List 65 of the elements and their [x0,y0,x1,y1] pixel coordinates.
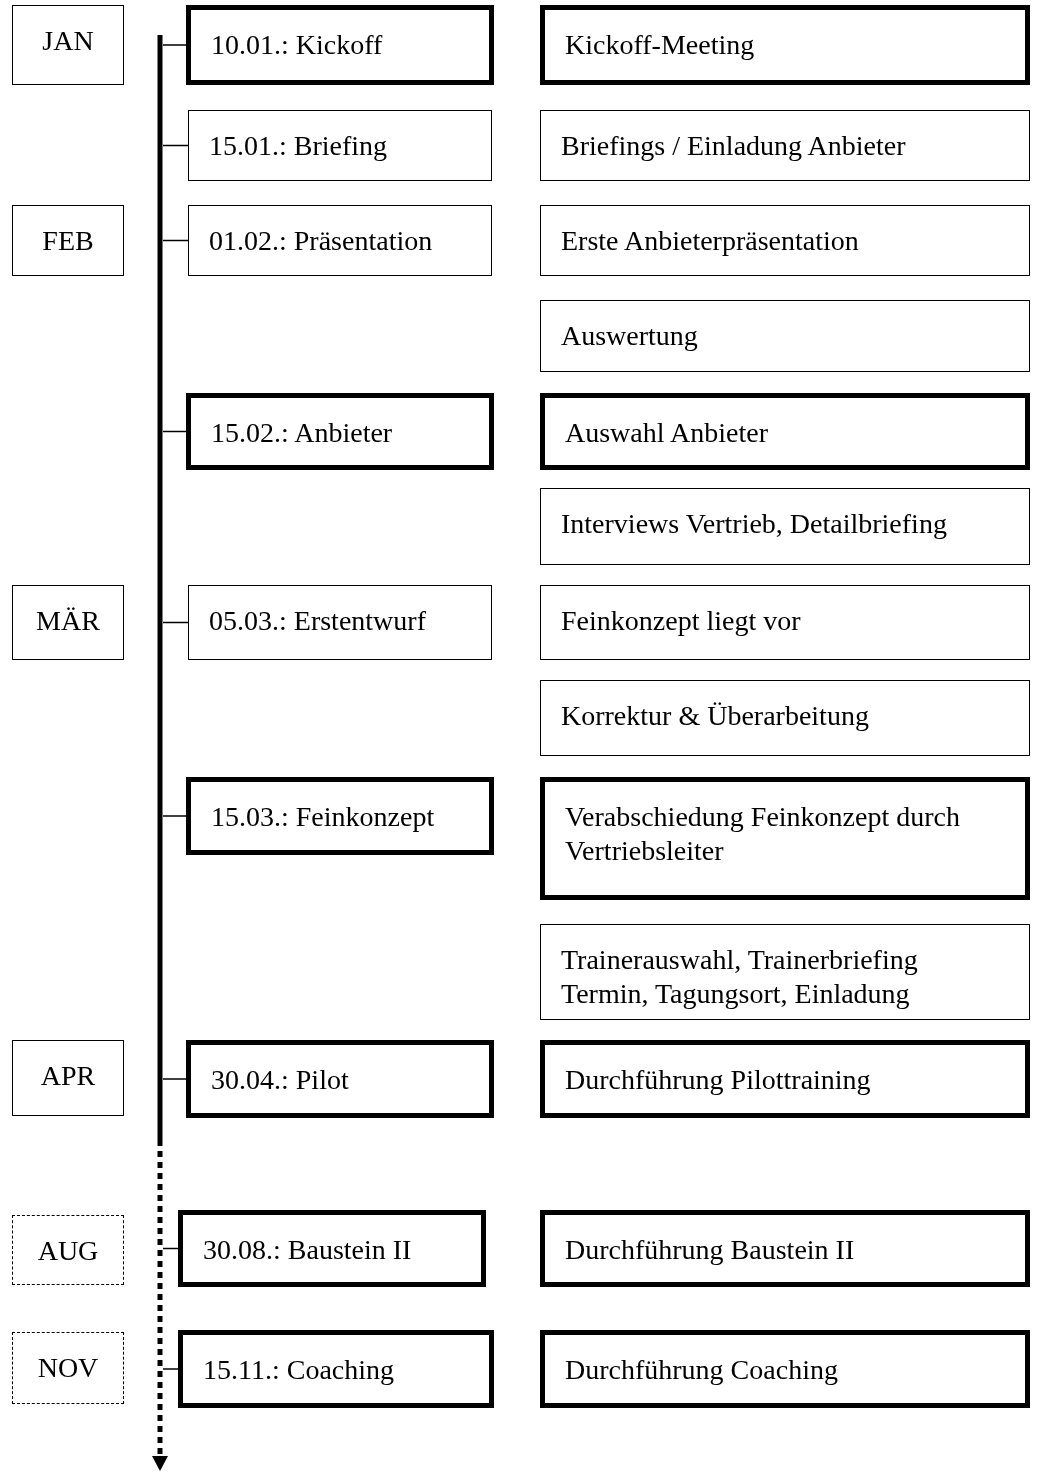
connector-line [162,239,189,242]
connector-line [162,621,189,624]
milestone-box [186,1040,494,1118]
month-label: MÄR [35,604,101,638]
task-label: Interviews Vertrieb, Detailbriefing [561,507,948,541]
milestone-box [178,1330,494,1408]
task-box [540,300,1030,372]
milestone-label: 15.02.: Anbieter [211,416,394,450]
task-box [540,924,1030,1020]
month-box [12,5,124,85]
month-box [12,585,124,660]
month-label: JAN [41,24,95,58]
task-box [540,205,1030,276]
milestone-label: 15.11.: Coaching [203,1353,396,1387]
task-label: Durchführung Coaching [565,1353,839,1387]
month-box [12,1040,124,1116]
connector-line [162,44,187,46]
connector-line [162,1368,179,1370]
milestone-label: 10.01.: Kickoff [211,28,384,62]
month-label: NOV [36,1351,100,1385]
task-box [540,5,1030,85]
milestone-box [186,777,494,855]
connector-line [162,815,187,817]
task-label: Verabschiedung Feinkonzept durch Vertriebsleiter [565,800,961,868]
task-label: Durchführung Pilottraining [565,1063,872,1097]
task-box [540,488,1030,565]
milestone-box [188,585,492,660]
task-box [540,1040,1030,1118]
connector-line [162,430,187,433]
milestone-box [188,110,492,181]
milestone-label: 15.03.: Feinkonzept [211,800,436,834]
milestone-label: 30.08.: Baustein II [203,1233,413,1267]
connector-line [162,144,189,147]
task-box [540,1210,1030,1287]
task-label: Erste Anbieterpräsentation [561,224,860,258]
milestone-label: 15.01.: Briefing [209,129,389,163]
task-label: Durchführung Baustein II [565,1233,856,1267]
task-box [540,1330,1030,1408]
task-label: Auswahl Anbieter [565,416,769,450]
connector-line [162,1078,187,1080]
month-box [12,205,124,276]
milestone-box [186,5,494,85]
milestone-label: 05.03.: Erstentwurf [209,604,427,638]
milestone-box [178,1210,486,1287]
task-label: Auswertung [561,319,699,353]
task-label: Trainerauswahl, Trainerbriefing Termin, Tagungsort, Einladung [561,943,919,1011]
month-label: APR [39,1059,97,1093]
milestone-label: 30.04.: Pilot [211,1063,350,1097]
task-label: Korrektur & Überarbeitung [561,699,870,733]
task-box [540,585,1030,660]
task-box [540,680,1030,756]
month-box [12,1332,124,1404]
milestone-label: 01.02.: Präsentation [209,224,434,258]
task-label: Kickoff-Meeting [565,28,756,62]
milestone-box [186,393,494,470]
task-box [540,777,1030,900]
task-label: Briefings / Einladung Anbieter [561,129,907,163]
milestone-box [188,205,492,276]
task-box [540,110,1030,181]
month-box [12,1215,124,1285]
month-label: FEB [41,224,95,258]
month-label: AUG [36,1234,100,1268]
task-box [540,393,1030,470]
task-label: Feinkonzept liegt vor [561,604,802,638]
timeline-arrow [152,35,168,1471]
